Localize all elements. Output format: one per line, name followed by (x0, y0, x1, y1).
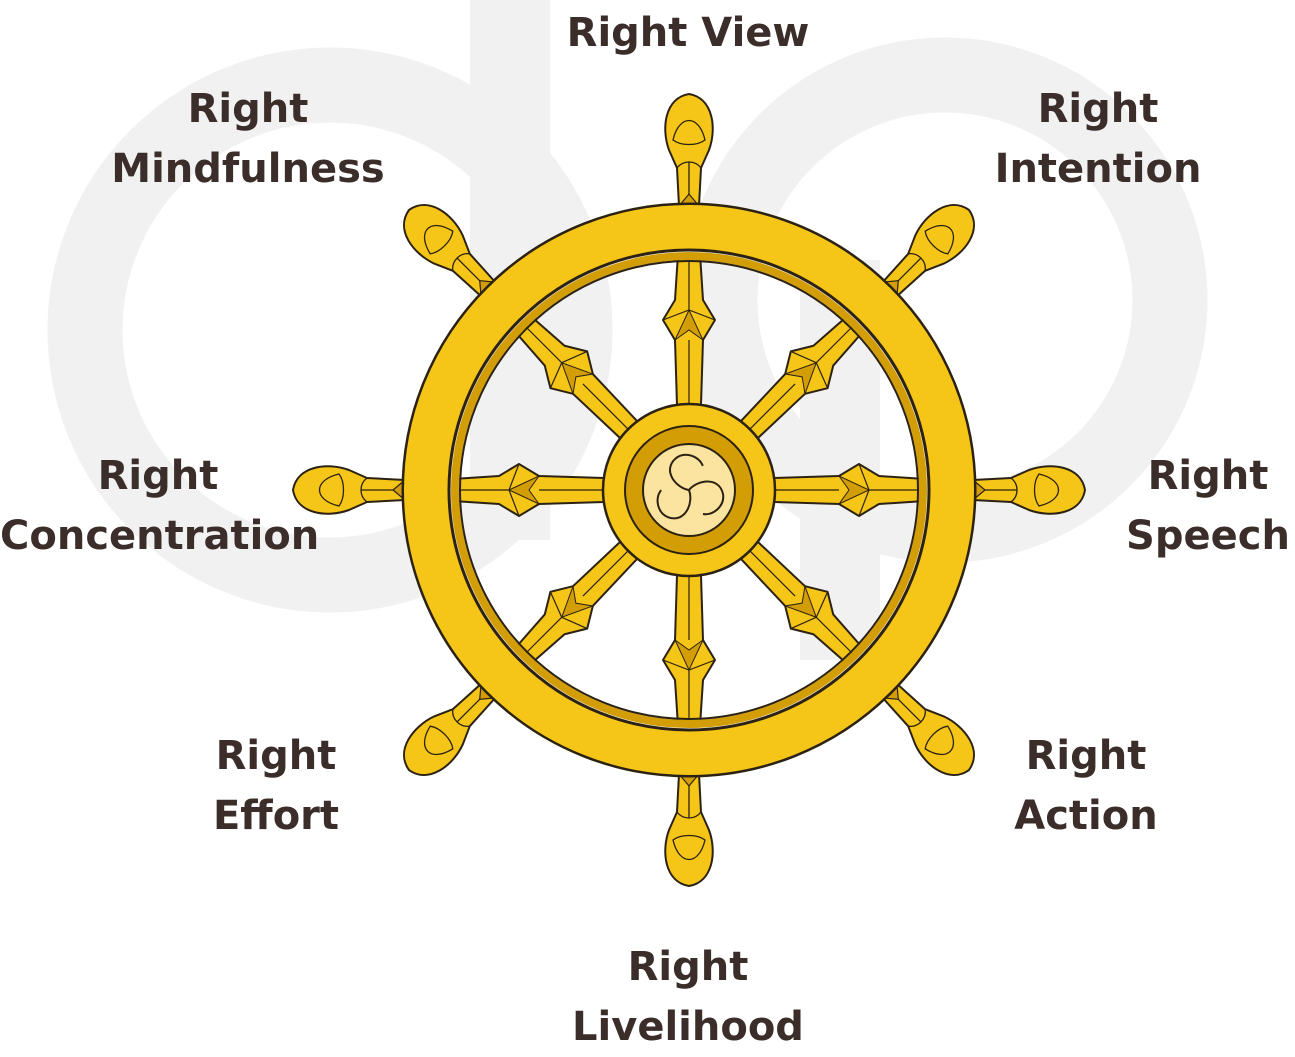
label-line: Livelihood (488, 997, 888, 1057)
label-line: Right (488, 937, 888, 997)
label-line: Effort (176, 786, 376, 846)
spoke (663, 254, 715, 405)
label-right-view: Right View (488, 3, 888, 63)
handle (965, 466, 1085, 513)
label-right-livelihood: Right Livelihood (488, 937, 888, 1057)
spoke (774, 464, 925, 516)
label-line: Right (98, 79, 398, 139)
label-right-intention: Right Intention (948, 79, 1248, 199)
label-right-mindfulness: Right Mindfulness (98, 79, 398, 199)
label-line: Right (176, 726, 376, 786)
label-line: Speech (1108, 506, 1295, 566)
label-right-concentration: Right Concentration (0, 446, 316, 566)
label-line: Mindfulness (98, 139, 398, 199)
label-line: Concentration (0, 506, 316, 566)
label-line: Right (948, 79, 1248, 139)
spoke (453, 464, 604, 516)
label-line: Action (956, 786, 1216, 846)
label-line: Right View (488, 3, 888, 63)
label-right-action: Right Action (956, 726, 1216, 846)
label-line: Right (0, 446, 316, 506)
label-right-effort: Right Effort (176, 726, 376, 846)
label-line: Right (1108, 446, 1295, 506)
label-right-speech: Right Speech (1108, 446, 1295, 566)
handle (665, 766, 712, 886)
label-line: Right (956, 726, 1216, 786)
label-line: Intention (948, 139, 1248, 199)
spoke (663, 575, 715, 726)
handle (665, 94, 712, 214)
